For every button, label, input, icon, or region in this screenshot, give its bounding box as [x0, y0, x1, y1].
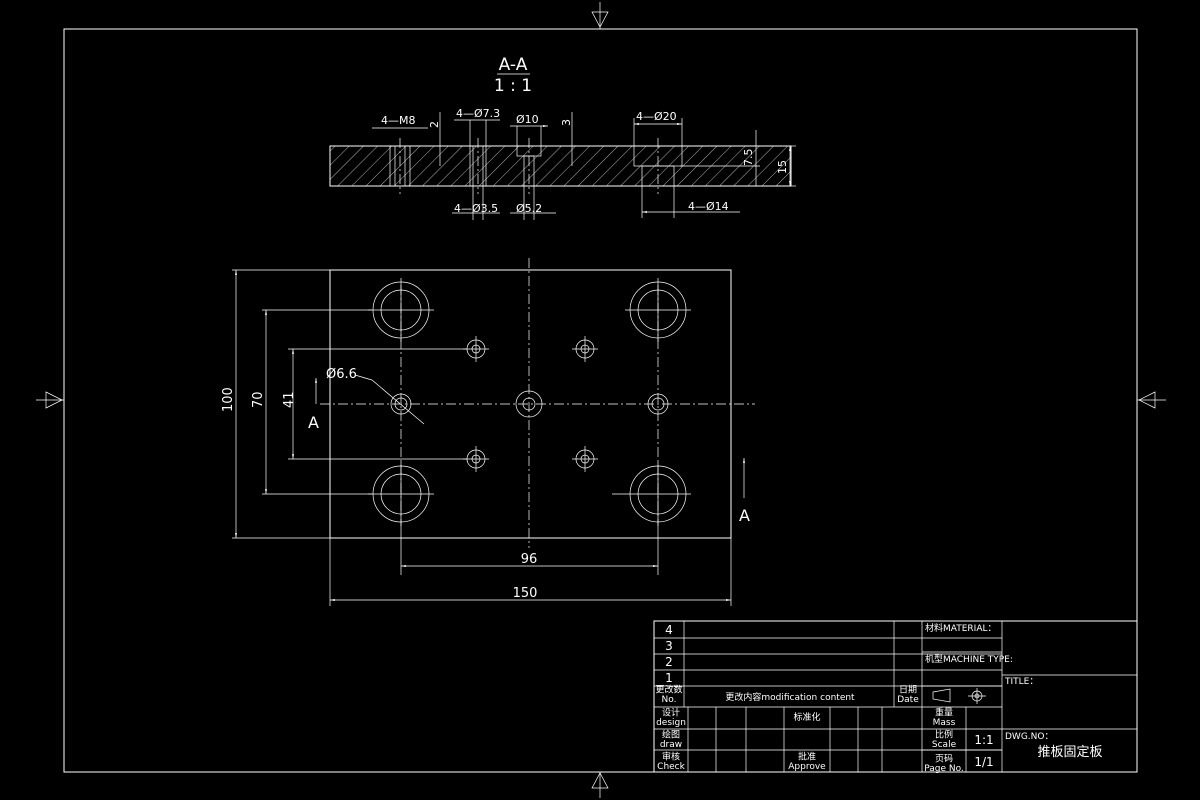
dim-dia-5-2: Ø5.2: [516, 202, 542, 215]
dim-dia-10: Ø10: [516, 113, 539, 126]
dwg-no-label: DWG.NO：: [1005, 732, 1053, 742]
counterbore-bottom-right: [612, 462, 691, 526]
small-hole-2: [572, 336, 598, 362]
dim-2: 2: [428, 121, 441, 128]
rev-row-2: 2: [665, 655, 673, 669]
dim-7-5: 7.5: [742, 149, 755, 167]
hole-center-left: [390, 393, 412, 415]
drawing-border: [63, 28, 1138, 773]
part-name: 推板固定板: [1037, 745, 1102, 760]
hole-center-middle: [515, 390, 543, 418]
dim-4-dia-20: 4—Ø20: [636, 110, 677, 123]
counterbore-top-left: [368, 278, 434, 342]
scale-value: 1:1: [974, 733, 993, 747]
rev-row-3: 3: [665, 639, 673, 653]
centering-marks: [36, 2, 1166, 798]
dim-4-dia-14: 4—Ø14: [688, 200, 729, 213]
section-scale: 1 : 1: [494, 76, 532, 96]
dim-150: 150: [513, 586, 538, 601]
dim-4-dia-7-3: 4—Ø7.3: [456, 107, 500, 120]
projection-symbol: [932, 688, 986, 704]
counterbore-bottom-left: [368, 462, 434, 526]
dim-15: 15: [776, 160, 789, 174]
rev-row-4: 4: [665, 623, 673, 637]
small-hole-4: [572, 446, 598, 472]
dim-41: 41: [282, 391, 297, 408]
section-title: A-A: [499, 55, 528, 75]
section-view: A-A 1 : 1 4—M8 2 4—Ø7.3 Ø10 3: [329, 55, 796, 220]
dim-4-dia-3-5: 4—Ø3.5: [454, 202, 498, 215]
page-value: 1/1: [974, 755, 993, 769]
hole-center-right: [647, 393, 669, 415]
material-label: 材料MATERIAL：: [925, 622, 997, 634]
title-label: TITLE：: [1004, 677, 1038, 687]
cut-label-right: A: [739, 506, 750, 525]
cut-label-left: A: [308, 413, 319, 432]
dim-3: 3: [560, 119, 573, 126]
dim-100: 100: [221, 387, 236, 412]
machine-type-label: 机型MACHINE TYPE:: [925, 653, 1013, 665]
dim-96: 96: [521, 552, 538, 567]
standard-label: 标准化: [793, 711, 820, 723]
plan-view: Ø6.6 A A 100 70 41 96 150: [221, 258, 755, 606]
dim-dia-6-6: Ø6.6: [326, 367, 357, 382]
dim-70: 70: [251, 391, 266, 408]
dim-4-m8: 4—M8: [381, 114, 416, 127]
rev-content-label: 更改内容modification content: [725, 691, 855, 703]
counterbore-top-right: [625, 278, 691, 342]
rev-row-1: 1: [665, 671, 673, 685]
